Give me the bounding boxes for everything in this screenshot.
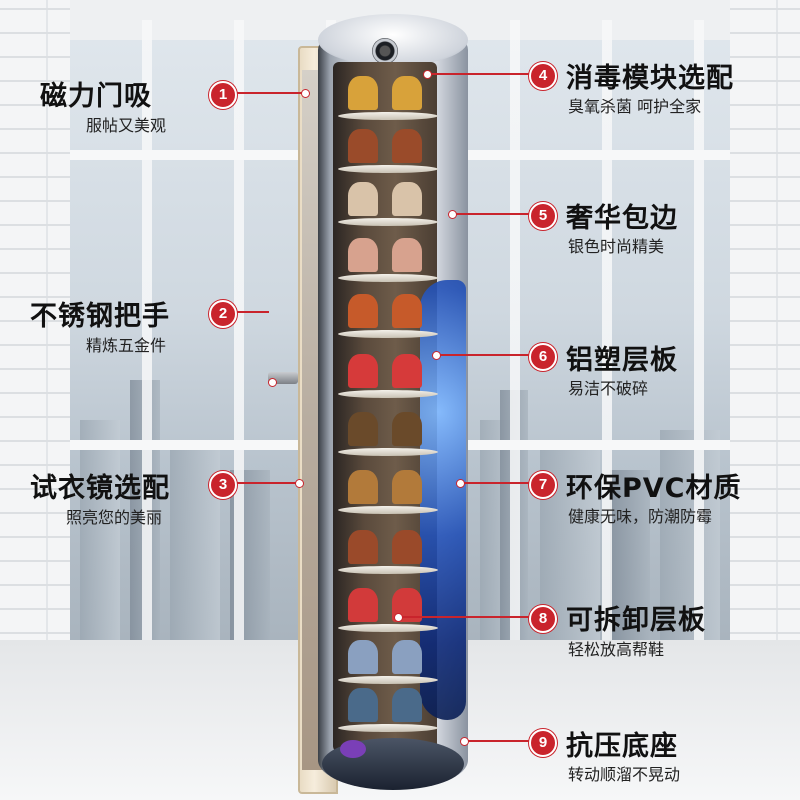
shoe (348, 688, 378, 722)
shelf (338, 330, 438, 338)
feature-title: 奢华包边 (566, 203, 678, 234)
callout-line (466, 740, 529, 742)
feature-subtitle: 照亮您的美丽 (66, 508, 163, 527)
callout-point (394, 613, 403, 622)
callout-point (423, 70, 432, 79)
callout-line (438, 354, 529, 356)
feature-subtitle: 轻松放高帮鞋 (568, 640, 665, 659)
feature-title: 试衣镜选配 (30, 473, 170, 504)
shoe (392, 129, 422, 163)
shelf (338, 274, 438, 282)
callout-line (400, 616, 529, 618)
shoe (392, 238, 422, 272)
callout-line (234, 482, 298, 484)
shoe (392, 640, 422, 674)
shoe (392, 76, 422, 110)
feature-subtitle: 易洁不破碎 (568, 379, 649, 398)
shoe (348, 238, 378, 272)
feature-subtitle: 转动顺溜不晃动 (568, 765, 681, 784)
callout-point (301, 89, 310, 98)
shoe (348, 354, 378, 388)
callout-point (456, 479, 465, 488)
shelf (338, 624, 438, 632)
feature-number-badge: 3 (209, 471, 237, 499)
shelf (338, 390, 438, 398)
shoe (348, 470, 378, 504)
shoe (348, 182, 378, 216)
feature-subtitle: 健康无味，防潮防霉 (568, 507, 713, 526)
shoe (348, 588, 378, 622)
shelf (338, 448, 438, 456)
shelf (338, 724, 438, 732)
callout-point (432, 351, 441, 360)
feature-number-badge: 4 (529, 62, 557, 90)
shelf (338, 218, 438, 226)
feature-number-badge: 2 (209, 300, 237, 328)
shoe (348, 76, 378, 110)
callout-line (462, 482, 529, 484)
disinfection-module-icon (372, 38, 398, 64)
feature-title: 消毒模块选配 (566, 63, 734, 94)
callout-point (295, 479, 304, 488)
peacock-pattern (420, 280, 466, 720)
shoe (348, 129, 378, 163)
feature-title: 环保PVC材质 (566, 473, 742, 504)
feature-title: 可拆卸层板 (566, 605, 706, 636)
feature-title: 不锈钢把手 (30, 301, 170, 332)
feature-subtitle: 精炼五金件 (86, 336, 167, 355)
callout-point (268, 378, 277, 387)
feature-number-badge: 6 (529, 343, 557, 371)
callout-line (430, 73, 529, 75)
feature-subtitle: 服帖又美观 (86, 116, 167, 135)
cabinet-interior (333, 62, 437, 752)
feature-title: 磁力门吸 (40, 81, 152, 112)
callout-line (234, 92, 304, 94)
brick-wall-left (0, 0, 70, 680)
shelf (338, 566, 438, 574)
feature-number-badge: 9 (529, 729, 557, 757)
feature-number-badge: 8 (529, 605, 557, 633)
feature-subtitle: 银色时尚精美 (568, 237, 665, 256)
callout-line (234, 311, 269, 313)
shelf (338, 506, 438, 514)
shelf (338, 165, 438, 173)
shoe (348, 412, 378, 446)
feature-title: 抗压底座 (566, 731, 678, 762)
brick-wall-right (730, 0, 800, 680)
base-decoration (340, 740, 366, 758)
feature-number-badge: 5 (529, 202, 557, 230)
shoe (392, 530, 422, 564)
shoe (392, 412, 422, 446)
shelf (338, 676, 438, 684)
feature-number-badge: 1 (209, 81, 237, 109)
shoe (348, 294, 378, 328)
shoe (348, 530, 378, 564)
callout-line (454, 213, 529, 215)
shoe (348, 640, 378, 674)
callout-point (460, 737, 469, 746)
shoe (392, 354, 422, 388)
feature-number-badge: 7 (529, 471, 557, 499)
shoe (392, 182, 422, 216)
shelf (338, 112, 438, 120)
shoe (392, 688, 422, 722)
shoe (392, 470, 422, 504)
feature-title: 铝塑层板 (566, 345, 678, 376)
shoe (392, 294, 422, 328)
feature-subtitle: 臭氧杀菌 呵护全家 (568, 97, 702, 116)
callout-point (448, 210, 457, 219)
